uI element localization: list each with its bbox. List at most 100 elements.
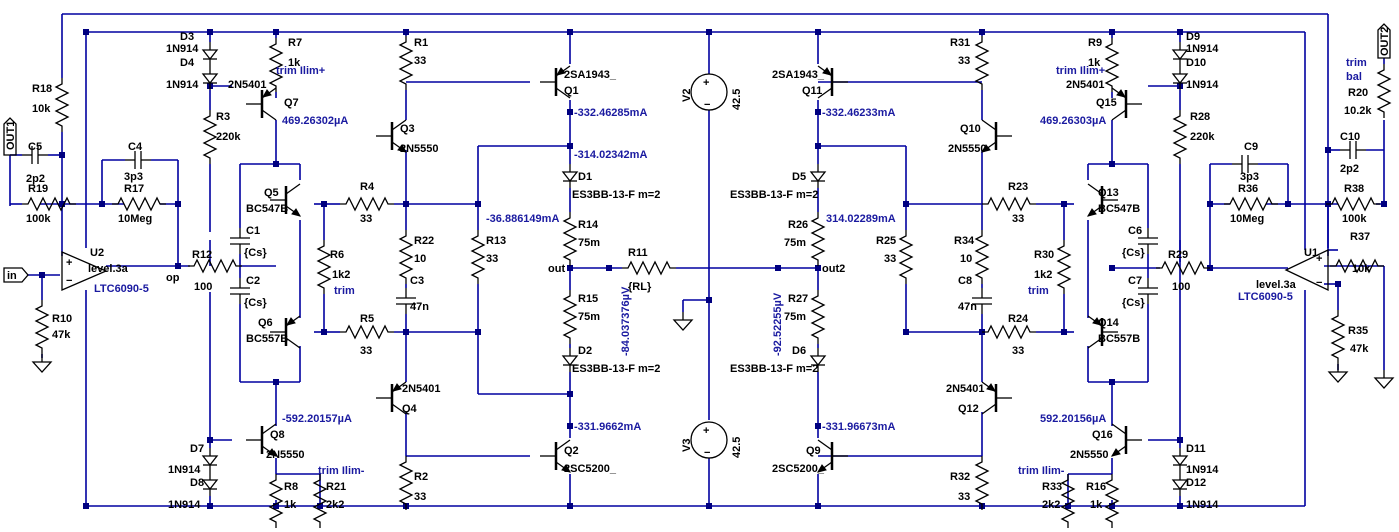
- svg-text:2p2: 2p2: [1340, 163, 1359, 175]
- component-labels: D3 1N914 D4 1N914 R7 1k 2N5401 Q7 R3 220…: [26, 31, 1372, 511]
- svg-text:Q15: Q15: [1096, 97, 1117, 109]
- svg-text:42.5: 42.5: [731, 89, 743, 110]
- svg-text:75m: 75m: [784, 237, 806, 249]
- svg-text:−: −: [704, 99, 710, 111]
- svg-text:Q1: Q1: [564, 85, 579, 97]
- resistor-r13[interactable]: [471, 229, 485, 285]
- net-out1[interactable]: OUT1: [3, 117, 17, 156]
- svg-text:33: 33: [360, 345, 372, 357]
- svg-text:BC547B: BC547B: [1098, 203, 1140, 215]
- resistor-r3[interactable]: [203, 109, 217, 165]
- resistor-r23[interactable]: [981, 197, 1037, 211]
- diode-d9[interactable]: [1172, 41, 1188, 67]
- svg-text:R21: R21: [326, 481, 346, 493]
- diode-d12[interactable]: [1172, 471, 1188, 497]
- svg-text:1N914: 1N914: [166, 43, 199, 55]
- opamp-u2[interactable]: + −: [61, 251, 108, 291]
- voltage-source-v3[interactable]: + −: [690, 421, 728, 459]
- resistor-r18[interactable]: [55, 77, 69, 133]
- svg-text:2SC5200_: 2SC5200_: [772, 463, 825, 475]
- net-in[interactable]: in: [3, 267, 29, 283]
- svg-text:Q6: Q6: [258, 317, 273, 329]
- svg-text:C5: C5: [28, 141, 42, 153]
- svg-text:100k: 100k: [1342, 213, 1367, 225]
- resistor-r24[interactable]: [981, 325, 1037, 339]
- resistor-r14[interactable]: [563, 211, 577, 267]
- wires: [9, 13, 1385, 507]
- svg-text:75m: 75m: [784, 311, 806, 323]
- svg-text:R19: R19: [28, 183, 48, 195]
- svg-text:R12: R12: [192, 249, 212, 261]
- resistor-r28[interactable]: [1173, 109, 1187, 165]
- resistor-r20[interactable]: [1377, 63, 1391, 119]
- diode-d8[interactable]: [202, 471, 218, 497]
- resistor-r2[interactable]: [399, 455, 413, 511]
- svg-text:2k2: 2k2: [1042, 499, 1060, 511]
- svg-text:Q5: Q5: [264, 187, 279, 199]
- diode-d3[interactable]: [202, 41, 218, 67]
- resistor-r27[interactable]: [811, 289, 825, 345]
- svg-text:10k: 10k: [32, 103, 51, 115]
- svg-text:C6: C6: [1128, 225, 1142, 237]
- svg-text:D10: D10: [1186, 57, 1206, 69]
- transistor-q16[interactable]: [1110, 422, 1144, 458]
- potentiometer-r12[interactable]: [187, 259, 243, 273]
- resistor-r30[interactable]: [1057, 239, 1071, 295]
- potentiometer-r29[interactable]: [1155, 261, 1211, 275]
- svg-text:Q9: Q9: [806, 445, 821, 457]
- svg-text:47k: 47k: [1350, 343, 1369, 355]
- svg-text:U2: U2: [90, 247, 104, 259]
- resistor-r5[interactable]: [339, 325, 395, 339]
- svg-text:33: 33: [884, 253, 896, 265]
- resistor-r32[interactable]: [975, 455, 989, 511]
- resistor-r11[interactable]: [621, 261, 677, 275]
- transistor-q12[interactable]: [980, 380, 1014, 416]
- resistor-r35[interactable]: [1331, 309, 1345, 365]
- svg-text:47n: 47n: [958, 301, 977, 313]
- diode-d7[interactable]: [202, 447, 218, 473]
- svg-text:10: 10: [414, 253, 426, 265]
- svg-text:R24: R24: [1008, 313, 1029, 325]
- net-out2[interactable]: OUT2: [1377, 23, 1391, 59]
- svg-text:+: +: [1316, 253, 1322, 265]
- resistor-r9[interactable]: [1105, 37, 1119, 93]
- diode-d11[interactable]: [1172, 447, 1188, 473]
- voltage-source-v2[interactable]: + −: [690, 73, 728, 111]
- resistor-r26[interactable]: [811, 211, 825, 267]
- resistor-r15[interactable]: [563, 289, 577, 345]
- svg-text:R2: R2: [414, 471, 428, 483]
- svg-text:1N914: 1N914: [1186, 79, 1219, 91]
- resistor-r25[interactable]: [899, 229, 913, 285]
- svg-text:R16: R16: [1086, 481, 1106, 493]
- resistor-r10[interactable]: [35, 299, 49, 355]
- svg-text:Q4: Q4: [402, 403, 418, 415]
- opamp-u1[interactable]: + −: [1284, 248, 1329, 292]
- svg-text:2N5401: 2N5401: [946, 383, 985, 395]
- resistor-r4[interactable]: [339, 197, 395, 211]
- svg-text:1N914: 1N914: [1186, 43, 1219, 55]
- svg-text:100: 100: [194, 281, 212, 293]
- svg-text:3p3: 3p3: [1240, 171, 1259, 183]
- svg-text:33: 33: [486, 253, 498, 265]
- svg-text:2k2: 2k2: [326, 499, 344, 511]
- svg-text:D5: D5: [792, 171, 806, 183]
- diode-d1[interactable]: [562, 163, 578, 189]
- svg-text:1N914: 1N914: [1186, 499, 1219, 511]
- svg-text:33: 33: [414, 55, 426, 67]
- svg-text:{Cs}: {Cs}: [244, 247, 267, 259]
- svg-text:OUT1: OUT1: [5, 121, 17, 150]
- capacitor-c10[interactable]: [1339, 140, 1367, 160]
- svg-text:R18: R18: [32, 83, 52, 95]
- resistor-r34[interactable]: [975, 229, 989, 285]
- svg-text:level.3a: level.3a: [1256, 279, 1297, 291]
- capacitor-c4[interactable]: [124, 150, 152, 170]
- svg-text:BC547B: BC547B: [246, 203, 288, 215]
- svg-text:Q7: Q7: [284, 97, 299, 109]
- svg-text:trim Ilim-: trim Ilim-: [318, 465, 365, 477]
- svg-text:-331.96673mA: -331.96673mA: [822, 421, 895, 433]
- resistor-r6[interactable]: [317, 239, 331, 295]
- diode-d5[interactable]: [810, 163, 826, 189]
- svg-text:{Cs}: {Cs}: [1122, 247, 1145, 259]
- transistor-q7[interactable]: [244, 86, 278, 122]
- svg-text:−: −: [66, 275, 72, 287]
